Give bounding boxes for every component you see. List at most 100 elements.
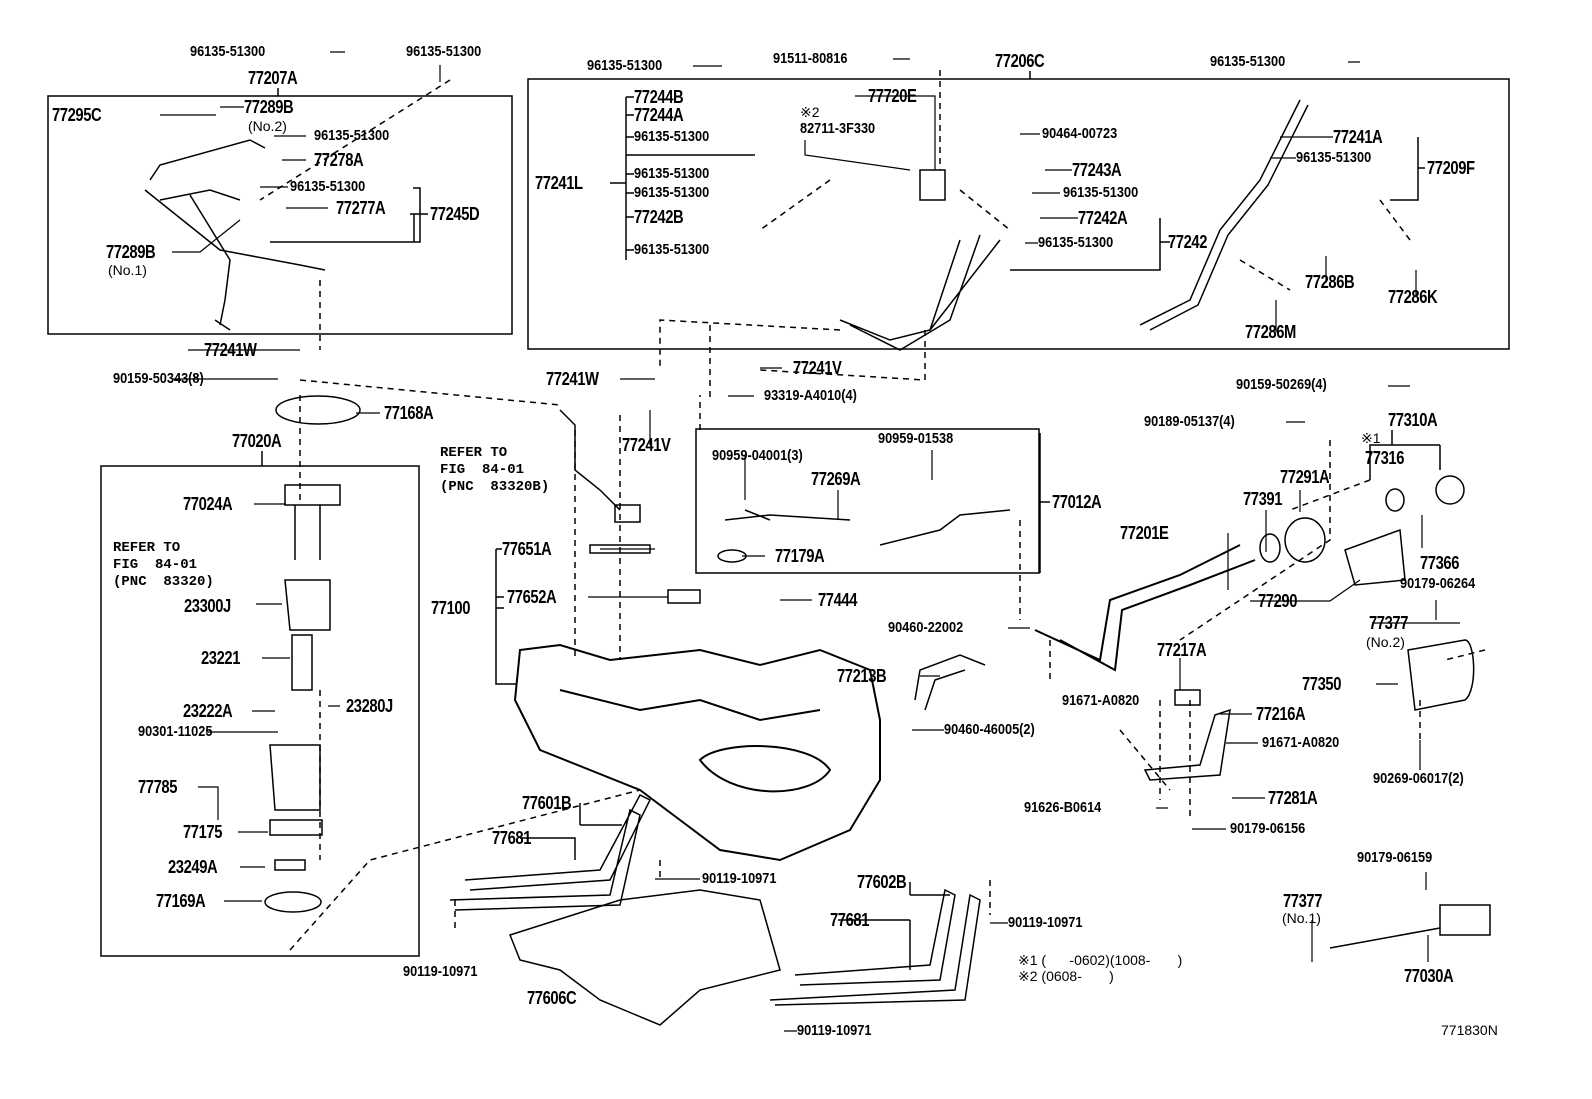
part-label: 77175 xyxy=(183,822,223,842)
part-label: 77278A xyxy=(314,150,364,170)
part-label: 77244A xyxy=(634,105,684,125)
leader-lines xyxy=(261,71,1441,970)
hoses-77012A-shape xyxy=(724,509,1011,546)
refer-line: REFER TO xyxy=(440,445,508,461)
part-label: 77100 xyxy=(431,598,471,618)
part-label: 90159-50343(8) xyxy=(113,370,204,387)
part-label: 93319-A4010(4) xyxy=(764,387,857,404)
part-label: 77241L xyxy=(535,173,583,193)
fuel-cap-shape xyxy=(1435,475,1465,505)
fuel-tank-shape xyxy=(513,643,881,862)
tank-band-left-shape xyxy=(449,794,652,911)
part-label: 77277A xyxy=(336,198,386,218)
filler-pipe-shape xyxy=(1034,544,1256,672)
part-label: 77286M xyxy=(1245,322,1296,342)
part-label: 77606C xyxy=(527,988,577,1008)
part-label: 96135-51300 xyxy=(1210,53,1286,70)
part-label: 90119-10971 xyxy=(702,870,777,887)
part-label: 23300J xyxy=(184,596,231,616)
refer-line: REFER TO xyxy=(113,540,181,556)
pump-gasket-shape xyxy=(264,891,322,913)
part-note: (No.1) xyxy=(108,262,147,278)
group-box-77012A xyxy=(695,428,1040,574)
part-label: 96135-51300 xyxy=(314,127,390,144)
part-label: 77213B xyxy=(837,666,887,686)
group-box-77020A xyxy=(100,465,420,957)
part-label: 96135-51300 xyxy=(1296,149,1372,166)
cap-gasket-shape xyxy=(1385,488,1405,512)
part-label: 77785 xyxy=(138,777,178,797)
part-label: 77206C xyxy=(995,51,1045,71)
part-label: 96135-51300 xyxy=(634,184,710,201)
part-label: 77216A xyxy=(1256,704,1306,724)
refer-line: FIG 84-01 xyxy=(113,557,198,573)
part-label: 77245D xyxy=(430,204,480,224)
variant-note-1: ※1 ( -0602)(1008- ) xyxy=(1018,952,1183,968)
part-label: 96135-51300 xyxy=(634,241,710,258)
retainer-ring-shape xyxy=(275,395,361,425)
part-label: 23221 xyxy=(201,648,241,668)
canister-77720E-shape xyxy=(919,169,946,201)
part-label: 77681 xyxy=(492,828,532,848)
part-label: 82711-3F330 xyxy=(800,120,876,137)
part-label: 77366 xyxy=(1420,553,1460,573)
part-note: (No.1) xyxy=(1282,910,1321,926)
part-label: 90959-01538 xyxy=(878,430,954,447)
part-label: 90159-50269(4) xyxy=(1236,376,1327,393)
variant-mark: ※1 xyxy=(1361,430,1381,446)
part-label: 77289B xyxy=(106,242,156,262)
part-label: 90464-00723 xyxy=(1042,125,1118,142)
bracket-77216A-shape xyxy=(1143,689,1231,781)
hose-77213B-shape xyxy=(914,654,986,711)
part-label: 91671-A0820 xyxy=(1262,734,1340,751)
part-label: 77241A xyxy=(1333,127,1383,147)
part-label: 77377 xyxy=(1369,613,1409,633)
part-label: 77179A xyxy=(775,546,825,566)
tank-band-right-shape xyxy=(769,888,981,1006)
part-label: 23280J xyxy=(346,696,393,716)
part-label: 77242B xyxy=(634,207,684,227)
refer-line: (PNC 83320) xyxy=(113,574,214,590)
part-label: 77681 xyxy=(830,910,870,930)
part-label: 91671-A0820 xyxy=(1062,692,1140,709)
part-label: 96135-51300 xyxy=(406,43,482,60)
part-label: 77350 xyxy=(1302,674,1342,694)
part-label: 96135-51300 xyxy=(190,43,266,60)
vapor-hose-assembly-shape xyxy=(144,139,326,331)
part-label: 90179-06156 xyxy=(1230,820,1306,837)
part-label: 77652A xyxy=(507,587,557,607)
part-label: 77651A xyxy=(502,539,552,559)
filler-neck-77291A-shape xyxy=(1284,517,1326,563)
variant-notes: ※1 ( -0602)(1008- )※2 (0608- ) xyxy=(1018,952,1182,984)
part-label: 23222A xyxy=(183,701,233,721)
part-label: 77169A xyxy=(156,891,206,911)
part-label: 96135-51300 xyxy=(290,178,366,195)
part-label: 77241V xyxy=(793,358,842,378)
diagram-id: 771830N xyxy=(1441,1022,1498,1038)
part-label: 77242 xyxy=(1168,232,1208,252)
part-label: 77281A xyxy=(1268,788,1318,808)
vent-valve-77030A-shape xyxy=(1329,904,1491,949)
part-label: 90179-06159 xyxy=(1357,849,1433,866)
fuel-pump-assembly-shape xyxy=(269,484,341,871)
part-label: 96135-51300 xyxy=(1038,234,1114,251)
part-label: 77209F xyxy=(1427,158,1475,178)
label-pointer-lines xyxy=(160,51,1460,1032)
part-label: 77290 xyxy=(1258,591,1298,611)
sender-gauge-shape xyxy=(559,409,701,604)
part-label: 77316 xyxy=(1365,448,1405,468)
part-label: 77720E xyxy=(868,86,917,106)
part-label: 77289B xyxy=(244,97,294,117)
part-label: 77241V xyxy=(622,435,671,455)
group-box-77206C xyxy=(527,78,1510,350)
part-label: 90119-10971 xyxy=(1008,914,1083,931)
part-label: 77286K xyxy=(1388,287,1438,307)
part-label: 90269-06017(2) xyxy=(1373,770,1464,787)
part-label: 77030A xyxy=(1404,966,1454,986)
part-label: 90179-06264 xyxy=(1400,575,1476,592)
part-label: 90460-22002 xyxy=(888,619,964,636)
